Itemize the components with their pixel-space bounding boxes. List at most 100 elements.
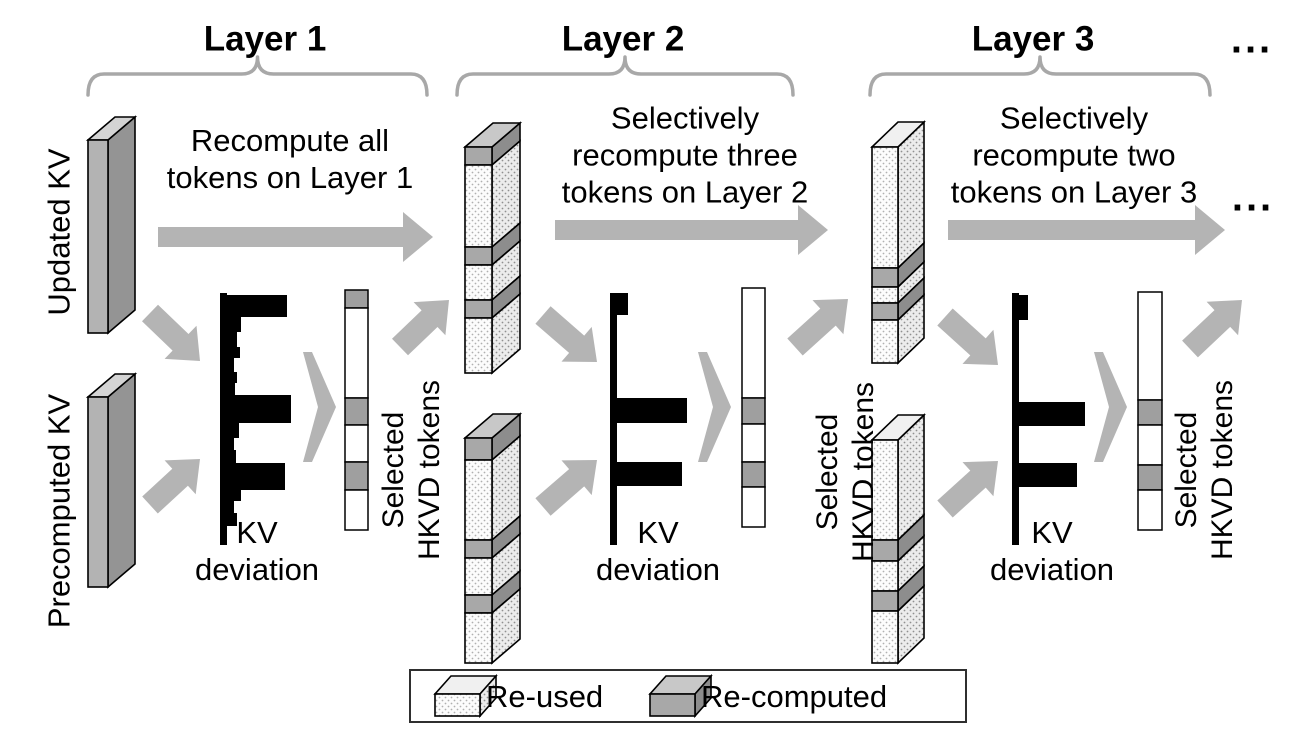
legend-recomputed-swatch-front xyxy=(649,693,696,717)
layer3-upper-to-deviation3-arrow xyxy=(937,308,998,365)
kv-deviation-chart-2-bar-1 xyxy=(617,293,628,315)
layer2-brace xyxy=(455,55,795,97)
selected-hkvd-label-3-line1: Selected xyxy=(1170,411,1203,529)
recompute-arrow-layer1 xyxy=(158,212,433,262)
kv-deviation-label-2-line2: deviation xyxy=(595,552,721,587)
kv-deviation-chart-1-bar-3 xyxy=(227,332,237,347)
kv-deviation-chart-3-bar-2 xyxy=(1019,402,1085,426)
kv-deviation-chart-1-bar-1 xyxy=(227,295,287,317)
deviation2-to-selected2-arrow xyxy=(698,352,731,462)
kv-deviation-chart-3-bar-1 xyxy=(1019,295,1028,320)
precomputed-kv-column-layer1-segment-1-solid xyxy=(87,396,109,588)
caption-layer2-line3: tokens on Layer 2 xyxy=(561,174,809,210)
kv-column-layer2-lower-segment-3-recomputed xyxy=(464,539,493,559)
selected-hkvd-label-2-line2: HKVD tokens xyxy=(847,381,880,563)
layer2-title: Layer 2 xyxy=(561,19,685,59)
kv-deviation-chart-1-bar-6 xyxy=(227,372,237,383)
legend-reused-label: Re-used xyxy=(486,679,604,714)
selected-hkvd-label-3-line2: HKVD tokens xyxy=(1206,379,1239,561)
kv-column-layer3-lower-segment-5-reused xyxy=(871,610,899,664)
layer2-lower-to-deviation2-arrow xyxy=(535,460,597,516)
updated-kv-column-layer1-side xyxy=(107,115,136,335)
caption-layer1-line2: tokens on Layer 1 xyxy=(166,160,414,195)
kv-column-layer3-lower-segment-3-reused xyxy=(871,560,899,592)
caption-layer3-line2: recompute two xyxy=(972,137,1176,173)
layer3-title: Layer 3 xyxy=(971,19,1095,59)
precomputed-to-deviation1-arrow xyxy=(142,459,200,514)
precomputed-kv-column-layer1-side xyxy=(107,372,136,589)
updated-to-deviation1-arrow xyxy=(142,304,200,361)
kv-column-layer2-upper-segment-5-recomputed xyxy=(464,299,493,319)
kv-column-layer2-upper-segment-6-reused xyxy=(464,317,493,374)
kv-deviation-chart-1-bar-8 xyxy=(227,395,291,423)
kv-column-layer3-upper-segment-5-reused xyxy=(871,319,899,364)
kv-column-layer2-upper-segment-1-recomputed xyxy=(464,146,493,166)
kv-deviation-chart-2-axis xyxy=(610,293,617,545)
kv-deviation-chart-3-axis xyxy=(1012,293,1019,545)
kv-column-layer2-upper-segment-3-recomputed xyxy=(464,246,493,266)
selected-tokens-column-1-segment-3-recomputed xyxy=(344,397,369,426)
layer3-lower-to-deviation3-arrow xyxy=(937,461,998,518)
kv-deviation-label-2-line1: KV xyxy=(637,515,679,550)
caption-layer2-line1: Selectively xyxy=(610,100,760,136)
kv-column-layer3-upper-segment-4-recomputed xyxy=(871,302,899,321)
kv-column-layer2-lower-segment-4-reused xyxy=(464,557,493,596)
kv-deviation-label-1-line2: deviation xyxy=(194,552,320,587)
selected-tokens-column-2-segment-3-blank xyxy=(741,423,766,463)
kv-deviation-chart-2-bar-2 xyxy=(617,398,687,423)
caption-layer3-line3: tokens on Layer 3 xyxy=(950,174,1198,210)
kv-deviation-label-3: KV deviation xyxy=(990,514,1114,588)
kv-deviation-chart-1-bar-9 xyxy=(227,423,239,438)
kv-deviation-chart-1-bar-4 xyxy=(227,347,240,358)
selected-tokens-column-3-segment-2-recomputed xyxy=(1137,399,1163,426)
legend-recomputed-label: Re-computed xyxy=(701,679,888,714)
selected-tokens-column-1-segment-2-blank xyxy=(344,307,369,399)
kv-column-layer3-lower-segment-1-reused xyxy=(871,439,899,541)
kv-deviation-chart-1-bar-15 xyxy=(227,513,237,526)
kv-column-layer3-upper-segment-3-reused xyxy=(871,286,899,304)
selected-hkvd-label-3: Selected HKVD tokens xyxy=(1169,380,1241,560)
selected-tokens-column-1-segment-6-blank xyxy=(344,489,369,531)
selected-tokens-column-3-segment-3-blank xyxy=(1137,424,1163,466)
kv-deviation-chart-1-bar-10 xyxy=(227,438,234,450)
recompute-arrow-layer2 xyxy=(555,205,828,255)
caption-layer1: Recompute all tokens on Layer 1 xyxy=(167,122,413,196)
continuation-ellipsis-top: ... xyxy=(1230,17,1274,62)
selected-tokens-column-2-segment-2-recomputed xyxy=(741,397,766,425)
kv-column-layer2-upper-segment-4-reused xyxy=(464,264,493,301)
deviation3-to-selected3-arrow xyxy=(1094,352,1127,462)
selected-tokens-column-2-segment-1-blank xyxy=(741,287,766,399)
caption-layer2-line2: recompute three xyxy=(572,137,798,173)
selected-tokens-column-3-segment-5-blank xyxy=(1137,489,1163,531)
caption-layer3: Selectively recompute two tokens on Laye… xyxy=(951,100,1197,211)
selected-tokens-column-1-segment-4-blank xyxy=(344,424,369,463)
selected-tokens-column-1-segment-5-recomputed xyxy=(344,461,369,491)
kv-deviation-chart-1-bar-5 xyxy=(227,358,234,372)
kv-deviation-chart-1-bar-11 xyxy=(227,450,236,463)
selected-hkvd-label-2: Selected HKVD tokens xyxy=(810,382,882,562)
precomputed-kv-label: Precomputed KV xyxy=(41,393,77,629)
continuation-ellipsis-mid: ... xyxy=(1231,175,1275,220)
kv-deviation-chart-3-bar-3 xyxy=(1019,463,1077,487)
kv-column-layer2-lower-segment-5-recomputed xyxy=(464,594,493,614)
deviation1-to-selected1-arrow xyxy=(303,352,336,462)
kv-deviation-chart-1-bar-12 xyxy=(227,463,285,490)
kv-column-layer3-upper-segment-1-reused xyxy=(871,146,899,269)
kv-column-layer2-lower-segment-6-reused xyxy=(464,612,493,664)
layer3-brace xyxy=(868,55,1212,97)
kv-column-layer2-lower-segment-1-recomputed xyxy=(464,437,493,461)
kv-column-layer3-lower-segment-4-recomputed xyxy=(871,590,899,612)
kv-deviation-label-2: KV deviation xyxy=(596,514,720,588)
kv-column-layer3-upper-segment-2-recomputed xyxy=(871,267,899,288)
selected-tokens-column-2-segment-5-blank xyxy=(741,486,766,528)
kv-deviation-chart-1-bar-14 xyxy=(227,501,234,513)
recompute-arrow-layer3 xyxy=(948,205,1225,255)
caption-layer1-line1: Recompute all xyxy=(190,123,390,158)
legend-reused-swatch-front xyxy=(434,693,481,717)
kv-deviation-label-3-line1: KV xyxy=(1031,515,1073,550)
kv-deviation-label-3-line2: deviation xyxy=(989,552,1115,587)
updated-kv-label: Updated KV xyxy=(41,148,77,316)
selected-hkvd-label-1-line2: HKVD tokens xyxy=(413,379,446,561)
